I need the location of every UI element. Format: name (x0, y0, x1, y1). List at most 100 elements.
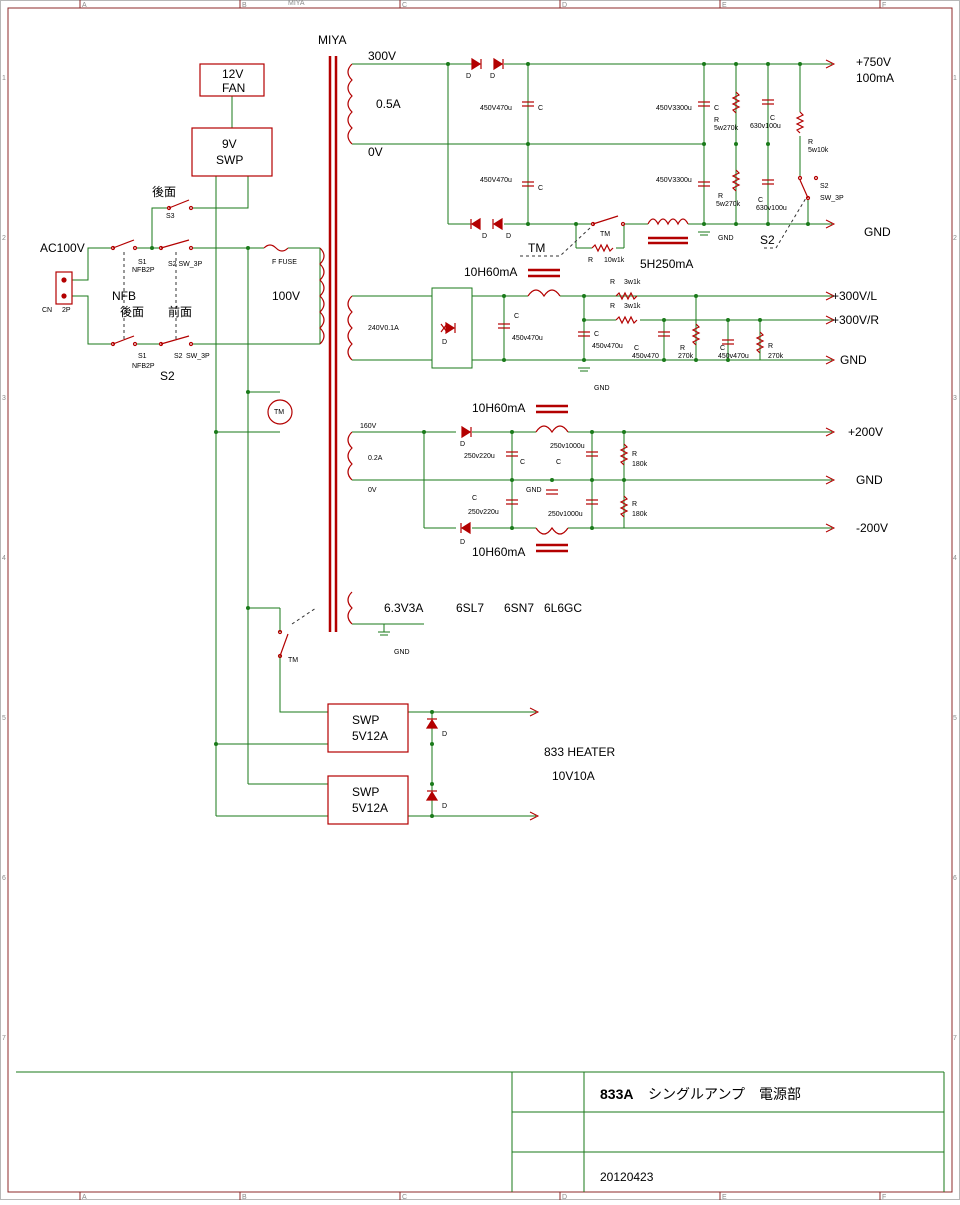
out-200n-label: -200V (856, 521, 888, 535)
res-e2-value: 5w270k (716, 201, 741, 208)
cap-220-2 (506, 499, 518, 505)
res-300-270b-label: R (768, 343, 773, 350)
res-180-2-label: R (632, 501, 637, 508)
title-number: 833A (600, 1086, 633, 1102)
fan-label-bottom: FAN (222, 81, 245, 95)
out-750v-label: +750V (856, 55, 891, 69)
res-e2-label: R (718, 193, 723, 200)
cn-label: CN (42, 307, 52, 314)
res-3w-1-label: R (610, 279, 615, 286)
tube-6sn7-label: 6SN7 (504, 601, 534, 615)
sec-05a-label: 0.5A (376, 97, 401, 111)
res-e1-value: 5w270k (714, 125, 739, 132)
tm-switch-2-label: TM (600, 231, 610, 238)
cap-630-label-2: 630v100u (756, 205, 787, 212)
res-180-1-label: R (632, 451, 637, 458)
transformer-label: MIYA (318, 33, 346, 47)
choke-10h-1-label: 10H60mA (464, 265, 517, 279)
secondary-coil-160v (347, 431, 353, 481)
primary-100v-label: 100V (272, 289, 300, 303)
ruler-col-e-bottom: E (722, 1194, 727, 1200)
switch-s3 (166, 199, 194, 211)
choke-5h-label: 5H250mA (640, 257, 693, 271)
diode-heater-1 (425, 718, 439, 729)
title-block (16, 1071, 945, 1192)
resistor-270k-a (691, 323, 701, 346)
res-3w-1-value: 3w1k (624, 279, 641, 286)
components (55, 56, 819, 825)
cap-3300-1 (698, 101, 710, 107)
switch-s2-top (158, 239, 194, 251)
ruler-col-a-bottom: A (82, 1194, 87, 1200)
cap-c-label-2: C (538, 185, 543, 192)
fuse-label: F FUSE (272, 259, 297, 266)
resistor-270k-b (755, 331, 765, 354)
ruler-row-3: 3 (2, 395, 6, 402)
sec-0v-b-label: 0V (368, 487, 377, 494)
resistor-10w1k (591, 243, 614, 253)
wiring (72, 63, 832, 817)
res-300-270a-label: R (680, 345, 685, 352)
diode-hv-3 (470, 217, 481, 231)
switch-s2-bottom (158, 335, 194, 347)
cap-3300-label-1: 450V3300u (656, 105, 692, 112)
diode-heater-2-label: D (442, 803, 447, 810)
s2-right-label: S2 (820, 183, 829, 190)
ac-input-label: AC100V (40, 241, 85, 255)
cap-300-1-value: 450v470u (512, 335, 543, 342)
secondary-coil-63v (347, 591, 353, 625)
ruler-row-6: 6 (2, 875, 6, 882)
swp-b-label-top: SWP (352, 785, 379, 799)
s2-sw-label: S2 SW_3P (168, 261, 203, 268)
cap-300-3 (658, 331, 670, 337)
ruler-row-2: 2 (2, 235, 6, 242)
cap-300-3-value: 450v470 (632, 353, 659, 360)
swp-a-label-top: SWP (352, 713, 379, 727)
cap-f2-label: C (758, 197, 763, 204)
ruler-row-6-right: 6 (953, 875, 957, 882)
resistor-270k-2 (731, 169, 741, 192)
sw3p-b-label: SW_3P (186, 353, 210, 360)
title-date: 20120423 (600, 1170, 654, 1184)
res-3w-2-value: 3w1k (624, 303, 641, 310)
diode-200-pos-label: D (460, 441, 465, 448)
res-e1-label: R (714, 117, 719, 124)
resistor-180k-2 (619, 495, 629, 518)
swp-a-label-bottom: 5V12A (352, 729, 388, 743)
diode-label-4: D (506, 233, 511, 240)
s2-big-label: S2 (160, 369, 175, 383)
swp9-box (191, 127, 273, 177)
cap-220-2-value: 250v220u (468, 509, 499, 516)
ruler-row-5: 5 (2, 715, 6, 722)
zenmen-label: 前面 (168, 304, 192, 319)
diode-heater-1-label: D (442, 731, 447, 738)
cap-hv-2 (522, 181, 534, 187)
resistor-270k-1 (731, 91, 741, 114)
gnd-small-2-label: GND (594, 385, 610, 392)
cap-300-4-value: 450v470u (718, 353, 749, 360)
sec-160v-label: 160V (360, 423, 377, 430)
choke-10h-2-label: 10H60mA (472, 401, 525, 415)
res-300-270a-value: 270k (678, 353, 694, 360)
s1-label: S1 (138, 259, 147, 266)
ruler-row-1: 1 (2, 75, 6, 82)
cap-630-label-1: 630v100u (750, 123, 781, 130)
ruler-row-2-right: 2 (953, 235, 957, 242)
out-gnd-2-label: GND (840, 353, 867, 367)
cap-gnd-mid (546, 489, 558, 495)
diode-label-2: D (490, 73, 495, 80)
cap-630-2 (762, 179, 774, 185)
res-f-value: 5w10k (808, 147, 829, 154)
choke-10h-1 (527, 289, 561, 298)
cap-450-label-1: 450V470u (480, 105, 512, 112)
res-tm-label: R (588, 257, 593, 264)
cap-1000-1-value: 250v1000u (550, 443, 585, 450)
out-gnd-3-label: GND (856, 473, 883, 487)
ruler-col-a: A (82, 2, 87, 9)
sec-240v-label: 240V0.1A (368, 325, 399, 332)
cap-300-2-value: 450v470u (592, 343, 623, 350)
out-300r-label: +300V/R (832, 313, 879, 327)
ground-symbols (378, 231, 710, 636)
cap-e-label: C (714, 105, 719, 112)
